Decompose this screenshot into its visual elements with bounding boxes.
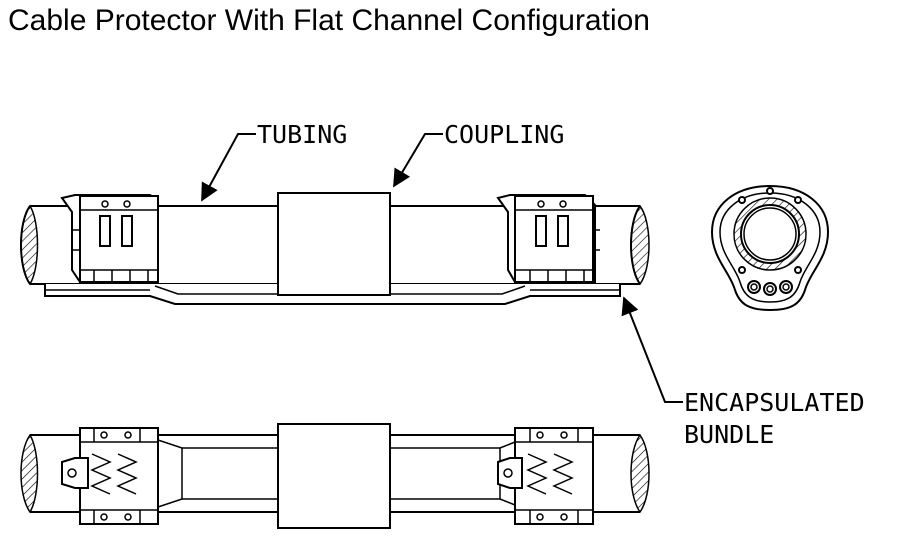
left-clip-top: [60, 194, 159, 283]
right-clip-top: [496, 194, 600, 283]
coupling-bottom: [277, 423, 391, 529]
end-view: [710, 184, 830, 312]
side-view: [20, 192, 650, 305]
diagram-title: Cable Protector With Flat Channel Config…: [8, 4, 650, 37]
plan-view: [20, 423, 650, 529]
label-coupling: COUPLING: [444, 120, 564, 149]
coupling-top: [277, 192, 391, 296]
left-clip-bottom: [61, 427, 159, 525]
callout-tubing: TUBING: [201, 120, 347, 202]
label-tubing: TUBING: [257, 120, 347, 149]
callout-encapsulated-bundle: ENCAPSULATED BUNDLE: [621, 296, 865, 449]
label-bundle: BUNDLE: [684, 420, 774, 449]
label-encapsulated: ENCAPSULATED: [684, 388, 865, 417]
right-clip-bottom: [497, 427, 594, 525]
callout-coupling: COUPLING: [393, 120, 564, 188]
